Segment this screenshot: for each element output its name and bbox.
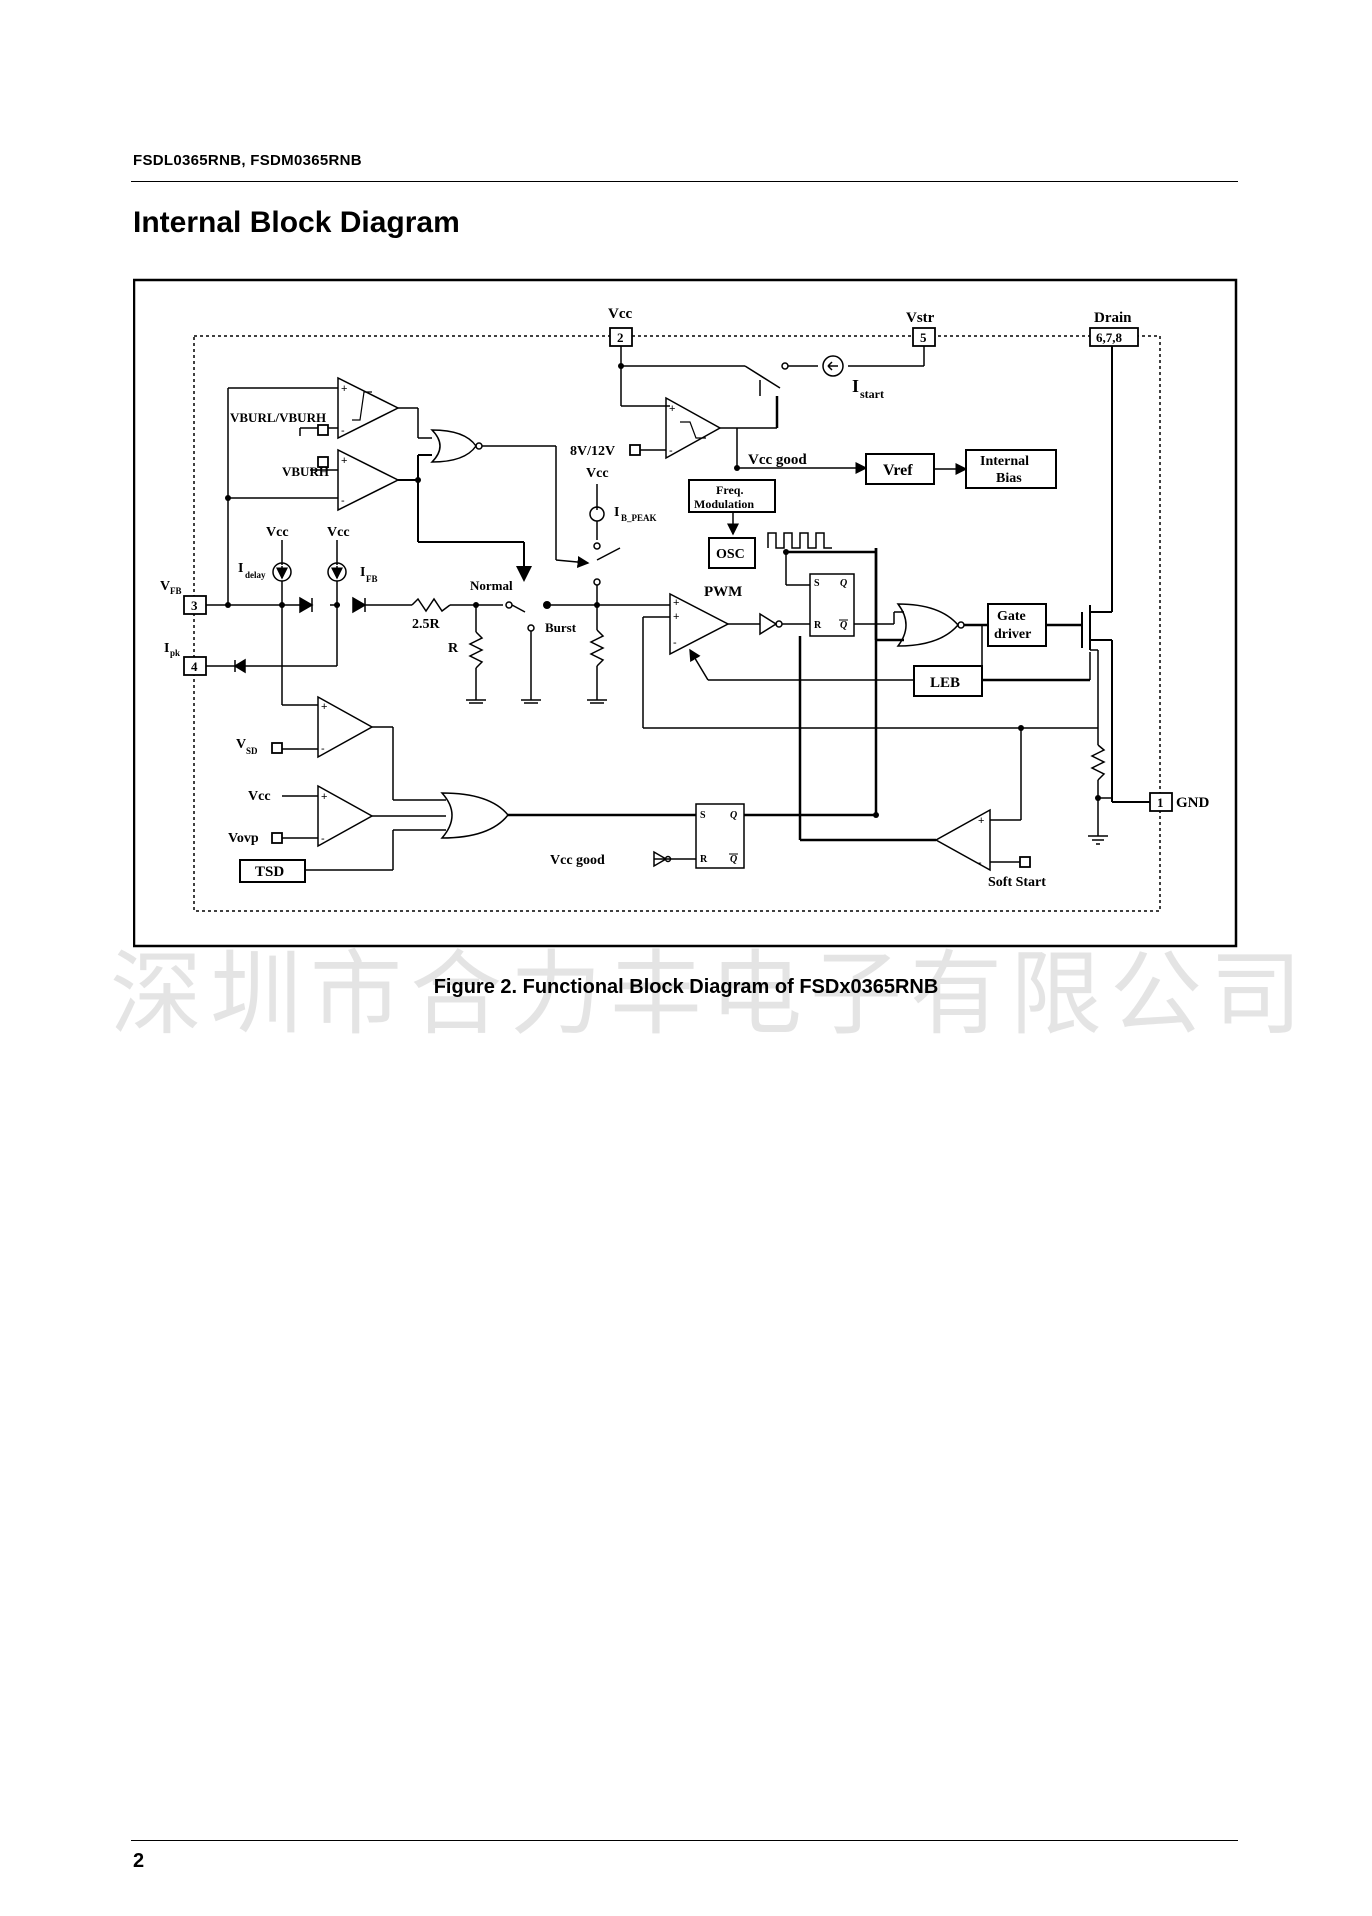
pin-vcc-box [609, 327, 633, 347]
label-freq: Freq. [716, 483, 743, 497]
pin-vfb-number: 3 [191, 598, 198, 613]
pin-drain-box [1089, 327, 1139, 347]
page-number: 2 [133, 1850, 145, 1872]
osc-block [708, 537, 756, 569]
latch1-s: S [814, 578, 820, 589]
svg-text:+: + [673, 611, 679, 623]
internal-bias-block [965, 449, 1057, 489]
label-vcc-top: Vcc [608, 306, 632, 322]
svg-text:-: - [321, 743, 325, 755]
label-2-5r: 2.5R [412, 617, 441, 632]
label-drain: Drain [1094, 310, 1132, 326]
label-vstr: Vstr [906, 310, 935, 326]
svg-text:+: + [341, 455, 347, 467]
tsd-block [239, 859, 306, 883]
latch1-qbar: Q [840, 620, 847, 631]
pin-drain-number: 6,7,8 [1096, 330, 1123, 345]
label-ipk-sub: pk [170, 648, 180, 658]
svg-text:+: + [321, 701, 327, 713]
svg-text:+: + [669, 403, 675, 415]
label-8v12v: 8V/12V [570, 444, 615, 459]
label-soft-start: Soft Start [988, 875, 1046, 890]
pin-vfb-box [183, 595, 207, 615]
label-istart-sub: start [860, 387, 884, 401]
label-modulation: Modulation [694, 497, 754, 511]
label-driver: driver [994, 627, 1031, 642]
section-title: Internal Block Diagram [133, 206, 460, 239]
diagram-outer-frame [133, 278, 1238, 948]
figure-caption: Figure 2. Functional Block Diagram of FS… [433, 976, 939, 998]
header-rule [131, 181, 1238, 182]
svg-text:-: - [669, 445, 673, 457]
label-ib-peak: I [614, 505, 619, 520]
vref-block [865, 453, 935, 485]
document-header: FSDL0365RNB, FSDM0365RNB [133, 152, 362, 169]
pin-vstr-box [912, 327, 936, 347]
pin-vstr-number: 5 [920, 330, 927, 345]
pin-gnd-number: 1 [1157, 795, 1164, 810]
latch2-q: Q [730, 810, 737, 821]
diagram-inner-boundary [193, 335, 1161, 912]
latch2-r: R [700, 854, 708, 865]
label-vcc-ibpeak: Vcc [586, 466, 609, 481]
label-vfb-sub: FB [170, 586, 182, 596]
label-vfb: V [160, 579, 170, 594]
pin-gnd-box [1149, 792, 1173, 812]
label-istart: I [852, 376, 859, 396]
label-internal: Internal [980, 454, 1029, 469]
latch1-r: R [814, 620, 822, 631]
label-idelay-sub: delay [245, 570, 266, 580]
label-burst: Burst [545, 620, 577, 635]
label-ib-peak-sub: B_PEAK [621, 513, 657, 523]
svg-text:-: - [978, 857, 982, 869]
svg-text:+: + [321, 791, 327, 803]
label-vref: Vref [883, 462, 913, 479]
svg-text:+: + [341, 383, 347, 395]
label-r: R [448, 641, 459, 656]
label-leb: LEB [930, 675, 960, 691]
label-vovp: Vovp [228, 831, 259, 846]
leb-block [913, 665, 983, 697]
pin-vcc-number: 2 [617, 330, 624, 345]
watermark: 深圳市合力丰电子有限公司 [110, 941, 1311, 1048]
label-vsd-sub: SD [246, 746, 258, 756]
footer-rule [131, 1840, 1238, 1841]
svg-text:+: + [673, 597, 679, 609]
label-pwm: PWM [704, 584, 742, 600]
label-gnd: GND [1176, 795, 1210, 811]
label-vburl-vburh: VBURL/VBURH [230, 410, 326, 425]
label-vburh: VBURH [282, 464, 329, 479]
pin-ipk-number: 4 [191, 659, 198, 674]
label-bias: Bias [996, 471, 1022, 486]
label-osc: OSC [716, 547, 745, 562]
label-vcc-good-top: Vcc good [748, 452, 807, 468]
label-tsd: TSD [255, 864, 284, 880]
label-vcc-good-bottom: Vcc good [550, 853, 605, 868]
svg-text:-: - [341, 495, 345, 507]
label-ifb: I [360, 565, 365, 580]
latch2-s: S [700, 810, 706, 821]
label-normal: Normal [470, 578, 513, 593]
label-idelay: I [238, 561, 243, 576]
label-ifb-sub: FB [366, 574, 378, 584]
label-gate: Gate [997, 609, 1026, 624]
label-ipk: I [164, 641, 169, 656]
latch1-q: Q [840, 578, 847, 589]
label-vsd: V [236, 737, 246, 752]
label-vcc-idelay: Vcc [266, 525, 289, 540]
svg-text:+: + [978, 815, 984, 827]
svg-text:-: - [673, 637, 677, 649]
freq-modulation-block [688, 479, 776, 513]
label-vcc-ovp: Vcc [248, 789, 271, 804]
svg-text:-: - [321, 833, 325, 845]
label-vcc-ifb: Vcc [327, 525, 350, 540]
block-diagram: + - + - + - + + - + - + - + - Vcc 2 Vstr… [133, 278, 1238, 948]
pin-ipk-box [183, 656, 207, 676]
svg-text:-: - [341, 425, 345, 437]
latch2-qbar: Q [730, 854, 737, 865]
gate-driver-block [987, 603, 1047, 647]
